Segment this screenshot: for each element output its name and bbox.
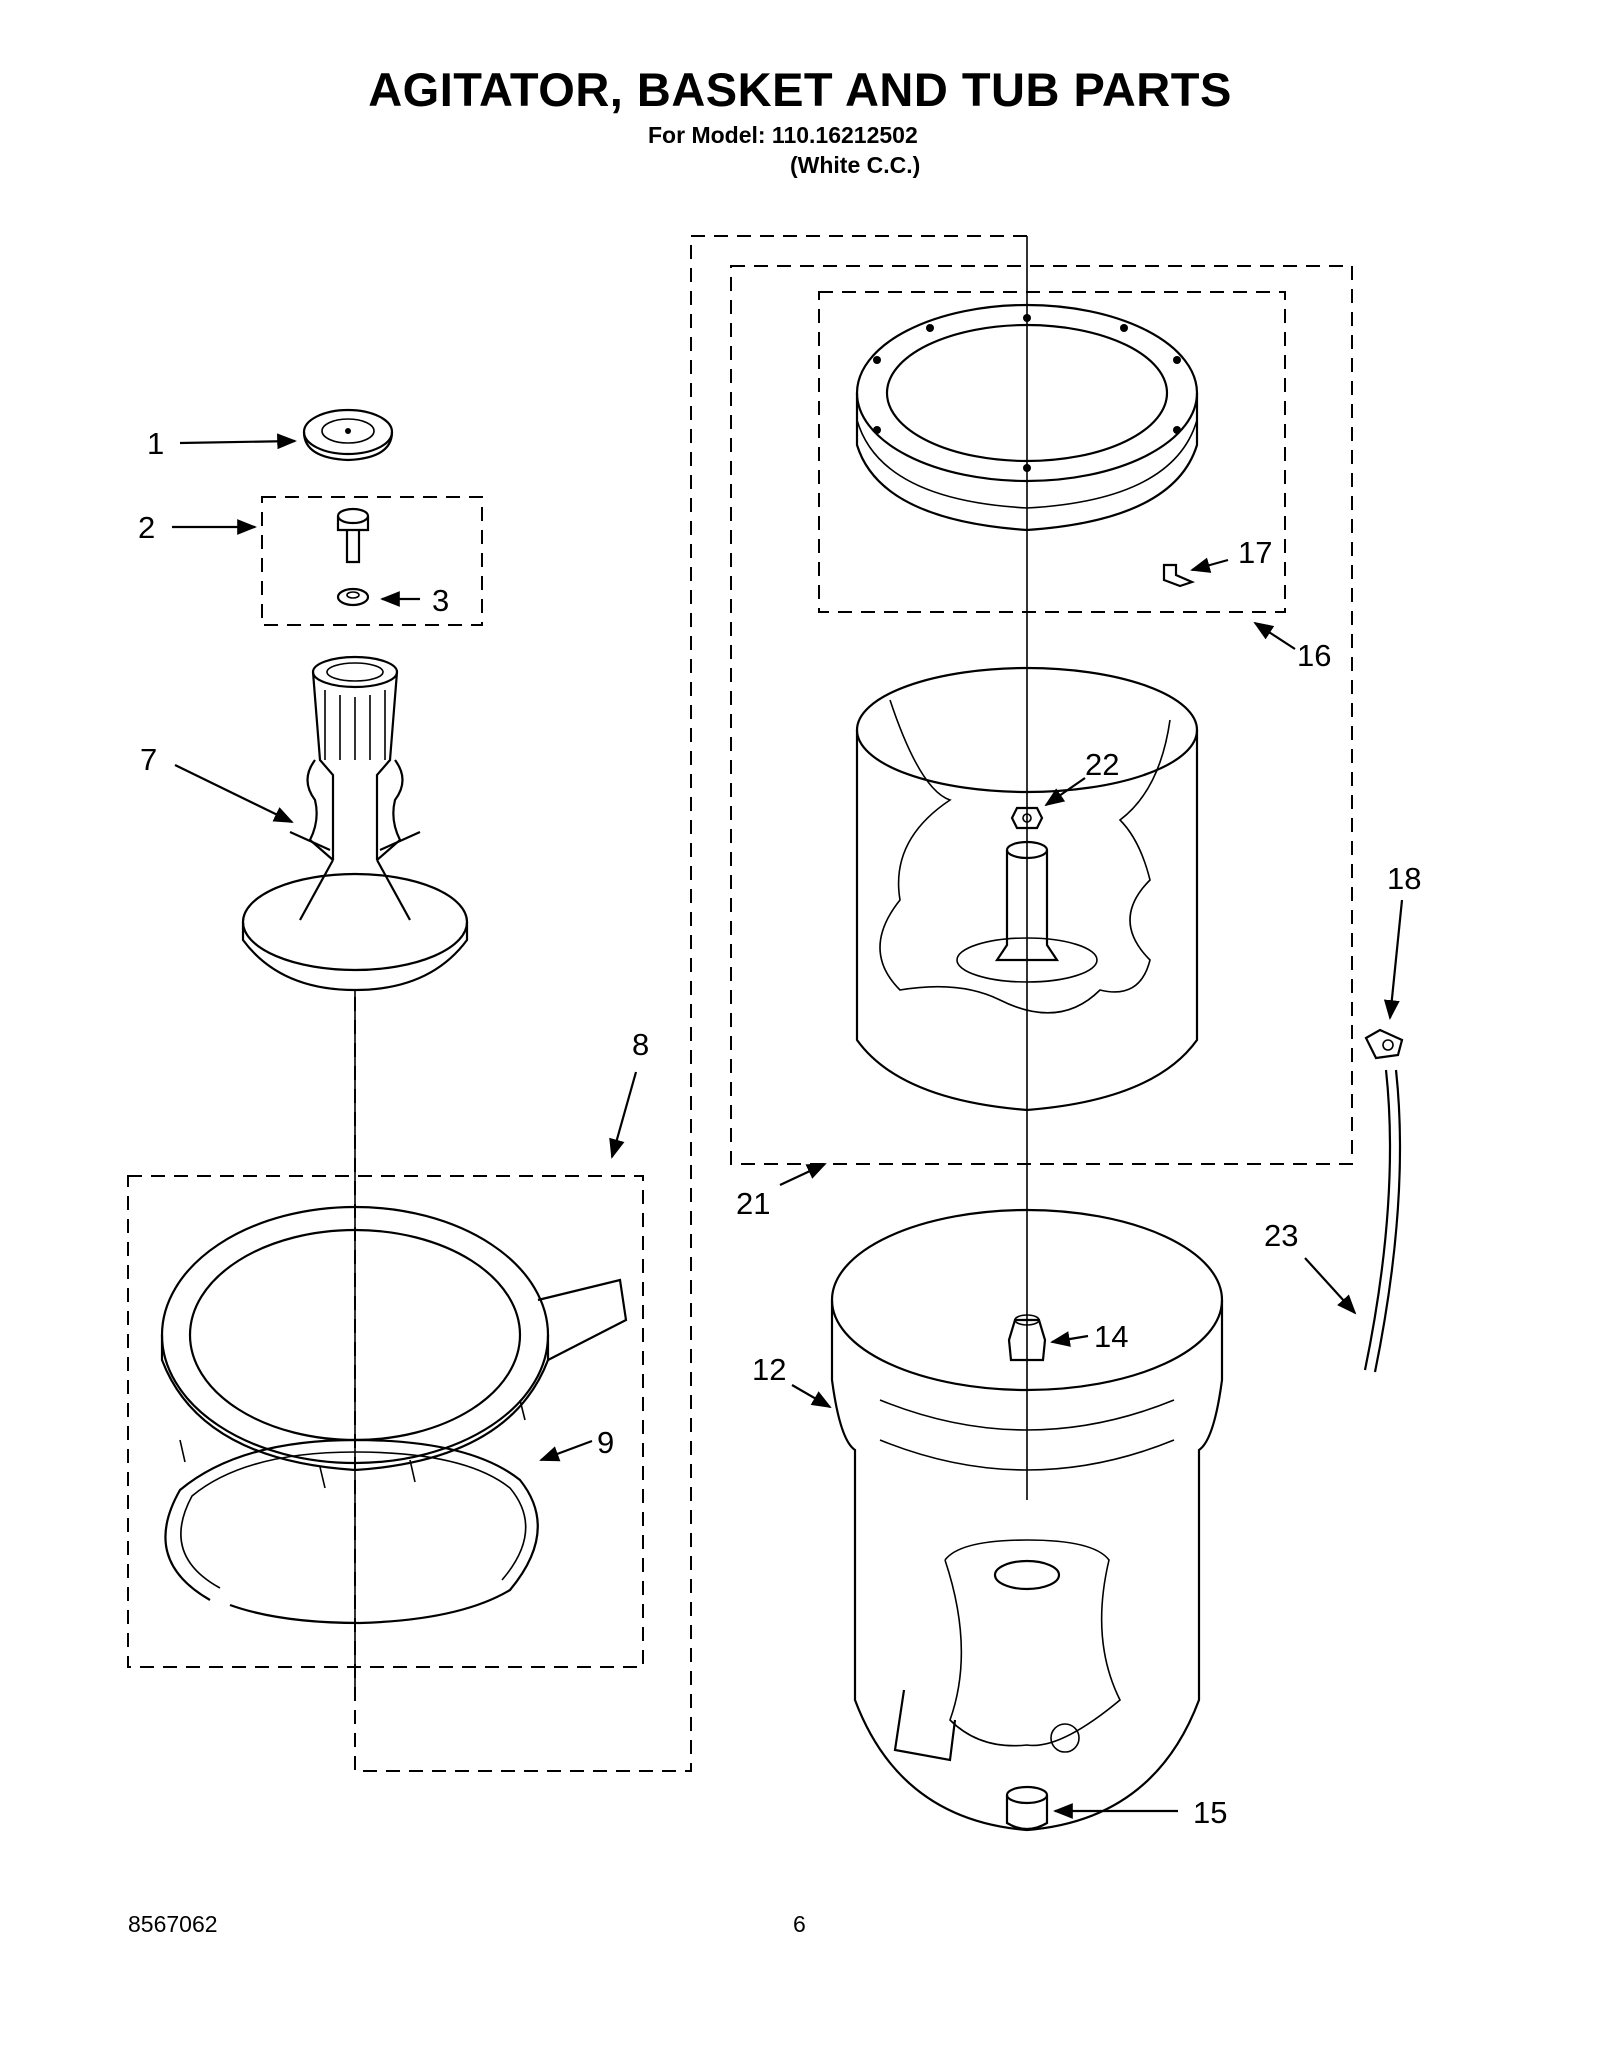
callout-22: 22: [1085, 747, 1119, 782]
callout-16: 16: [1297, 638, 1331, 673]
page-title: AGITATOR, BASKET AND TUB PARTS: [368, 63, 1232, 116]
part-14-drive-block: [1007, 1314, 1047, 1362]
part-22-hub-nut: [1010, 806, 1044, 830]
document-number: 8567062: [128, 1911, 218, 1937]
part-23-hose: [1363, 1069, 1402, 1373]
group-box-2: [261, 496, 483, 626]
callout-23: 23: [1264, 1218, 1298, 1253]
callout-3: 3: [432, 583, 449, 618]
part-1-agitator-cap: [302, 408, 394, 462]
callout-18: 18: [1387, 861, 1421, 896]
callout-12: 12: [752, 1352, 786, 1387]
part-7-agitator: [241, 655, 469, 992]
assembly-link-line: [354, 235, 1027, 1772]
part-9-snap-ring: [164, 1438, 539, 1625]
part-16-balance-ring: [855, 303, 1199, 532]
callout-2: 2: [138, 510, 155, 545]
callout-7: 7: [140, 742, 157, 777]
callout-21: 21: [736, 1186, 770, 1221]
part-17-clip: [1162, 563, 1196, 588]
part-2-bolt: [336, 507, 370, 564]
part-3-washer: [336, 587, 370, 607]
callout-15: 15: [1193, 1795, 1227, 1830]
part-18-hose-clamp: [1364, 1028, 1404, 1060]
part-8-tub-ring: [160, 1205, 628, 1489]
callout-17: 17: [1238, 535, 1272, 570]
model-number: For Model: 110.16212502: [648, 122, 918, 148]
part-21-basket: [855, 666, 1199, 1112]
callout-14: 14: [1094, 1319, 1128, 1354]
part-15-seal: [1005, 1785, 1049, 1831]
callout-8: 8: [632, 1027, 649, 1062]
group-box-21: [730, 265, 1353, 1165]
leader-arrows: [172, 433, 1404, 1819]
group-box-8: [127, 1175, 644, 1668]
model-variant: (White C.C.): [790, 152, 921, 178]
group-box-16: [818, 291, 1286, 613]
callout-9: 9: [597, 1425, 614, 1460]
page-number: 6: [793, 1911, 806, 1937]
callout-1: 1: [147, 426, 164, 461]
